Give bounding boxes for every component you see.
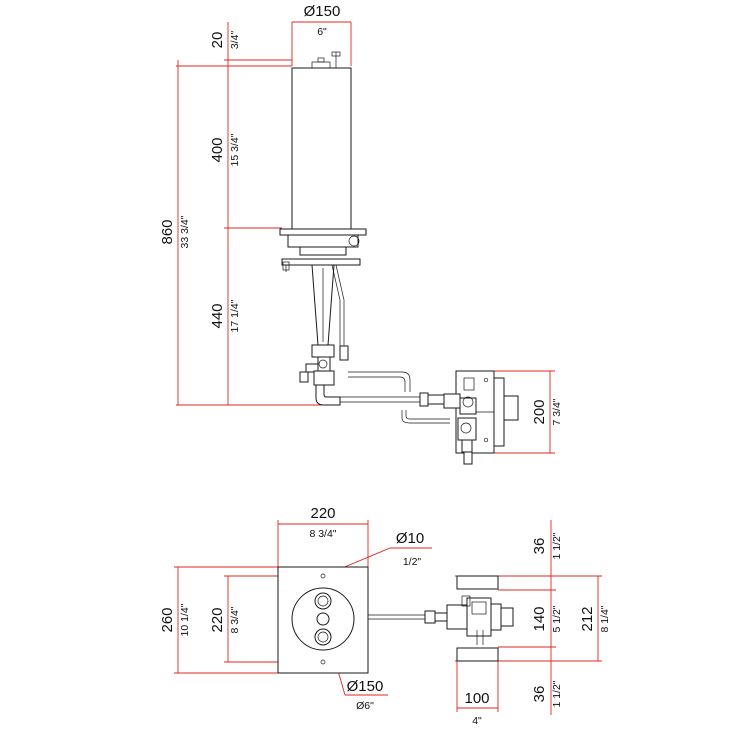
mixing-valve-side bbox=[443, 370, 519, 465]
inner-height-in: 8 3/4" bbox=[229, 606, 241, 633]
plan-pipe bbox=[368, 610, 448, 624]
body-height-in: 15 3/4" bbox=[229, 133, 241, 166]
top-height-in: 3/4" bbox=[229, 31, 241, 50]
fixing-hole-bottom bbox=[320, 659, 326, 665]
hole-dia-mm: Ø10 bbox=[396, 530, 424, 547]
outer-height-in: 10 1/4" bbox=[179, 603, 191, 636]
gap-top-mm: 36 bbox=[531, 538, 548, 555]
inner-height-mm: 220 bbox=[209, 607, 226, 632]
gap-top-in: 1 1/2" bbox=[551, 532, 563, 559]
plan-width-mm: 220 bbox=[310, 505, 335, 522]
top-height-mm: 20 bbox=[209, 32, 226, 49]
plan-width-in: 8 3/4" bbox=[309, 528, 336, 540]
mid-height-in: 5 1/2" bbox=[551, 605, 563, 632]
depth-in: 4" bbox=[472, 715, 482, 727]
body-height-mm: 400 bbox=[209, 137, 226, 162]
cylinder-body bbox=[279, 51, 367, 272]
depth-mm: 100 bbox=[464, 690, 489, 707]
outer-height-mm: 260 bbox=[159, 607, 176, 632]
side-dimension-lines bbox=[176, 21, 555, 454]
lower-height-in: 17 1/4" bbox=[229, 299, 241, 332]
lower-height-mm: 440 bbox=[209, 303, 226, 328]
total-height-in: 33 3/4" bbox=[179, 215, 191, 248]
gap-bottom-mm: 36 bbox=[531, 686, 548, 703]
total-width-in: 8 1/4" bbox=[599, 605, 611, 632]
side-diameter-mm: Ø150 bbox=[304, 3, 341, 20]
hole-dia-in: 1/2" bbox=[403, 556, 422, 568]
fixing-hole-top bbox=[320, 573, 326, 579]
side-view: Ø150 6" 20 3/4" 400 15 3/4" 860 33 3/4" … bbox=[159, 3, 563, 465]
plan-view: 220 8 3/4" Ø10 1/2" 260 10 1/4" 220 8 3/… bbox=[159, 505, 611, 727]
stem-assembly bbox=[299, 264, 450, 424]
mid-height-mm: 140 bbox=[531, 606, 548, 631]
mixing-valve-plan bbox=[446, 575, 514, 662]
mounting-plate bbox=[277, 566, 369, 674]
gap-bottom-in: 1 1/2" bbox=[551, 680, 563, 707]
total-height-mm: 860 bbox=[159, 219, 176, 244]
plan-labels: 220 8 3/4" Ø10 1/2" 260 10 1/4" 220 8 3/… bbox=[159, 505, 611, 727]
valve-height-mm: 200 bbox=[531, 399, 548, 424]
side-labels: Ø150 6" 20 3/4" 400 15 3/4" 860 33 3/4" … bbox=[159, 3, 563, 426]
side-diameter-in: 6" bbox=[317, 26, 327, 38]
disc-dia-mm: Ø150 bbox=[347, 678, 384, 695]
disc-dia-in: Ø6" bbox=[356, 700, 374, 712]
total-width-mm: 212 bbox=[579, 606, 596, 631]
valve-height-in: 7 3/4" bbox=[551, 398, 563, 425]
